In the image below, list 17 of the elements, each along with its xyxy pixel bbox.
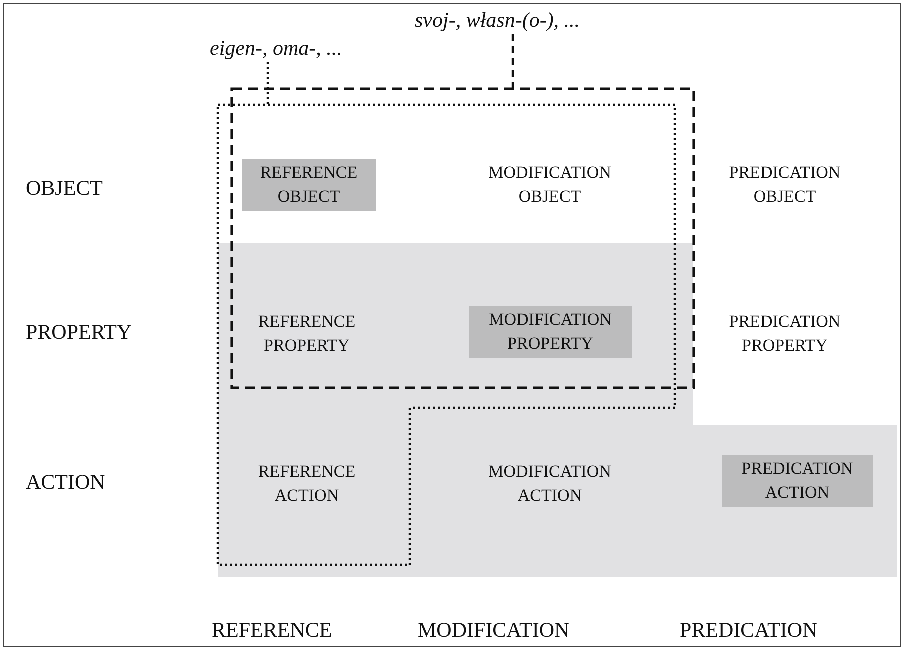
- cell-label: MODIFICATION ACTION: [465, 458, 635, 510]
- cell-label: PREDICATION OBJECT: [700, 159, 870, 211]
- column-label: PREDICATION: [680, 618, 818, 643]
- cell-label: REFERENCE ACTION: [232, 458, 382, 510]
- row-label: OBJECT: [26, 176, 104, 201]
- leader-line: [512, 34, 514, 89]
- leader-line: [266, 62, 270, 105]
- cell-label: MODIFICATION OBJECT: [465, 159, 635, 211]
- morpheme-label: svoj-, własn-(o-), ...: [415, 8, 580, 33]
- column-label: REFERENCE: [212, 618, 332, 643]
- morpheme-label: eigen-, oma-, ...: [210, 36, 342, 61]
- cell-label: PREDICATION PROPERTY: [700, 308, 870, 360]
- column-label: MODIFICATION: [418, 618, 570, 643]
- row-label: PROPERTY: [26, 320, 132, 345]
- row-label: ACTION: [26, 470, 106, 495]
- cell-label: REFERENCE PROPERTY: [232, 308, 382, 360]
- highlighted-cell: PREDICATION ACTION: [722, 455, 873, 507]
